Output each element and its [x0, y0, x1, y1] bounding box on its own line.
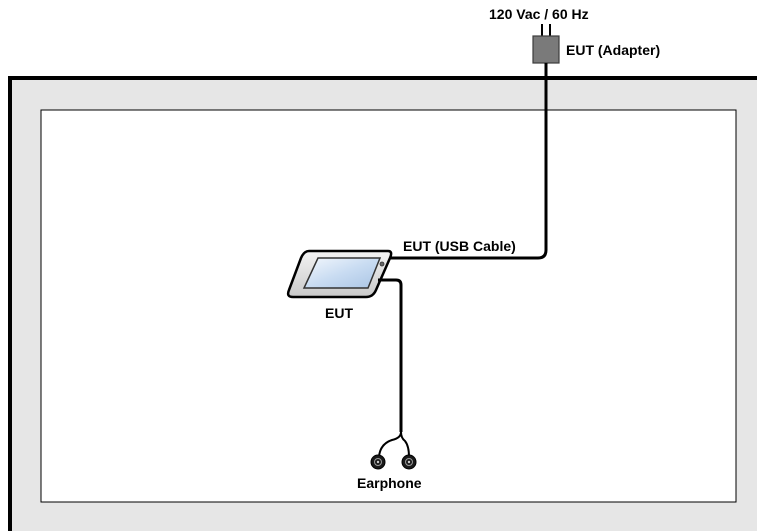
earphone-split: [378, 431, 410, 458]
inner-table-area: [40, 109, 737, 503]
earphone-label: Earphone: [357, 475, 422, 491]
earphone-icon: [370, 454, 417, 470]
power-supply-label: 120 Vac / 60 Hz: [489, 6, 589, 22]
adapter-label: EUT (Adapter): [566, 42, 661, 58]
usb-cable-label: EUT (USB Cable): [403, 238, 516, 254]
power-adapter-icon: [532, 24, 560, 64]
tablet-device-icon: [286, 249, 393, 299]
eut-label: EUT: [325, 305, 353, 321]
usb-cable-line: [383, 63, 548, 260]
earphone-cable-line: [378, 278, 403, 432]
